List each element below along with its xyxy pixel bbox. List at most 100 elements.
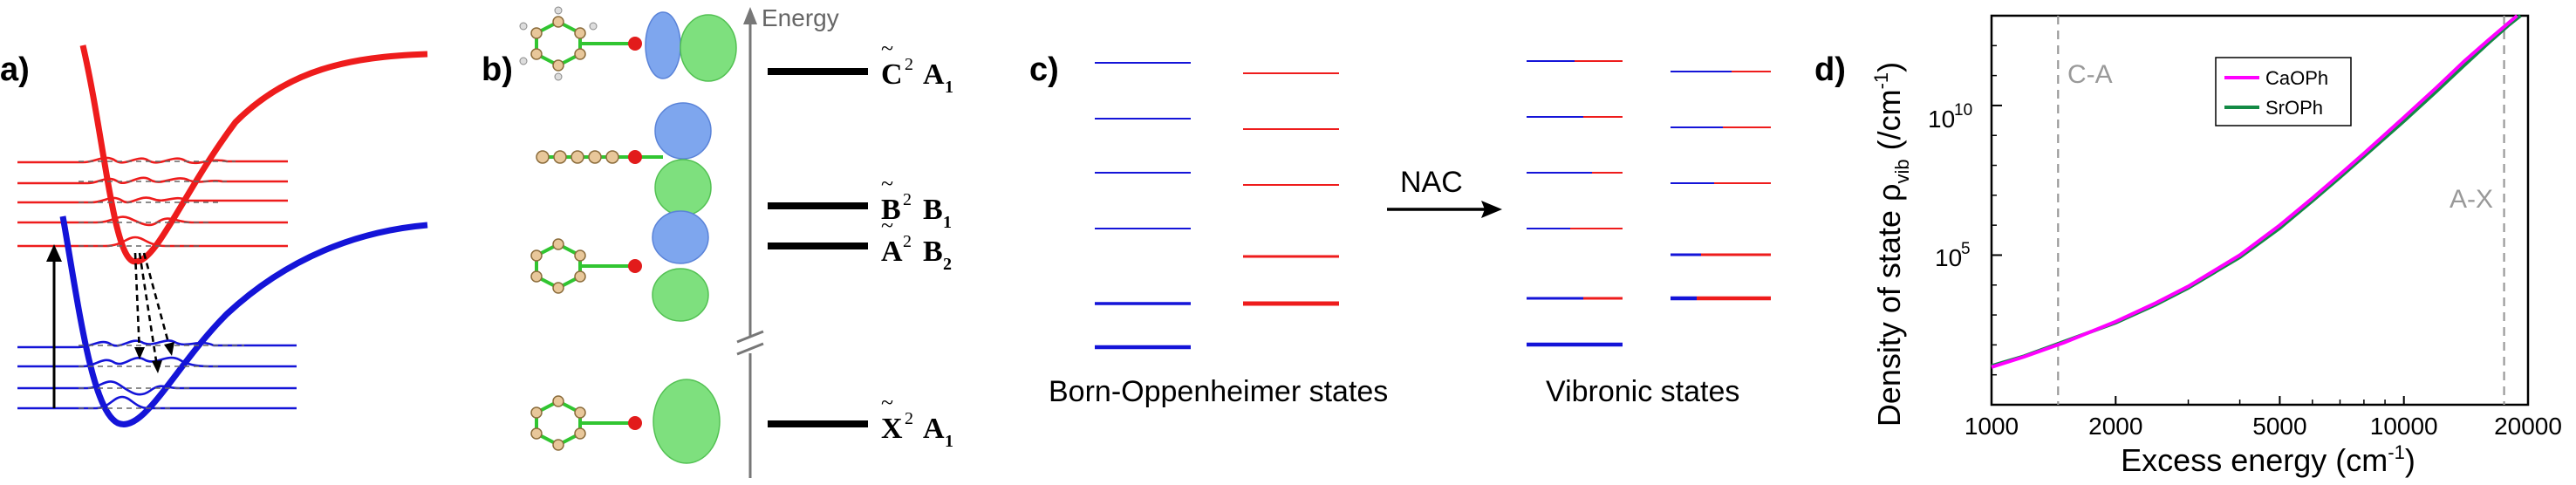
panel-a-label: a) bbox=[0, 51, 30, 88]
panel-c: c) NAC bbox=[1029, 51, 1771, 408]
excited-vibrational-levels bbox=[17, 156, 288, 248]
svg-text:1: 1 bbox=[943, 213, 952, 232]
svg-text:2: 2 bbox=[903, 190, 912, 209]
svg-text:~: ~ bbox=[881, 171, 893, 196]
x-tick-label: 20000 bbox=[2494, 413, 2562, 440]
svg-text:10: 10 bbox=[1935, 244, 1962, 271]
excited-level-baselines bbox=[79, 161, 236, 247]
annotation-c-a: C-A bbox=[2067, 60, 2113, 89]
x-tick-label: 10000 bbox=[2370, 413, 2438, 440]
ground-level-baselines bbox=[79, 345, 244, 409]
panel-a: a) bbox=[0, 44, 428, 427]
svg-text:A: A bbox=[923, 413, 945, 445]
ytick-label-1e10: 10 10 bbox=[1928, 101, 1972, 133]
molecule-orbital-X bbox=[530, 379, 721, 464]
blue-orbital-lobe bbox=[654, 102, 712, 160]
ground-level-2 bbox=[17, 356, 297, 368]
nac-arrow: NAC bbox=[1387, 166, 1502, 218]
plot-frame bbox=[1990, 14, 2530, 406]
state-label-C: ~ C 2 A 1 bbox=[881, 36, 953, 97]
blue-orbital-lobe bbox=[645, 11, 681, 79]
excited-level-2 bbox=[17, 196, 288, 204]
energy-axis-label: Energy bbox=[762, 4, 839, 31]
green-orbital-lobe bbox=[652, 268, 709, 322]
molecule-orbital-A bbox=[530, 210, 709, 322]
svg-text:10: 10 bbox=[1928, 106, 1955, 133]
x-tick-label: 5000 bbox=[2252, 413, 2306, 440]
state-label-X: ~ X 2 A 1 bbox=[881, 390, 953, 451]
x-tick-label: 1000 bbox=[1964, 413, 2019, 440]
svg-text:1: 1 bbox=[945, 432, 953, 451]
x-axis-ticks: 1000 2000 5000 10000 20000 bbox=[1964, 396, 2562, 440]
annotation-a-x: A-X bbox=[2450, 185, 2493, 214]
phenyl-ring-icon bbox=[519, 6, 598, 81]
reference-lines bbox=[2057, 16, 2505, 405]
blue-orbital-lobe bbox=[652, 210, 709, 264]
bo-red-levels bbox=[1243, 72, 1339, 306]
ground-vibrational-levels bbox=[17, 339, 297, 410]
excited-level-1 bbox=[17, 215, 288, 227]
svg-text:2: 2 bbox=[905, 409, 913, 428]
vibronic-left-levels bbox=[1527, 60, 1623, 347]
state-labels: ~ C 2 A 1 ~ B 2 B 1 ~ A 2 B 2 ~ bbox=[881, 36, 953, 451]
bo-states-caption: Born-Oppenheimer states bbox=[1049, 375, 1388, 408]
excited-level-0 bbox=[17, 236, 288, 248]
state-label-B: ~ B 2 B 1 bbox=[881, 171, 952, 232]
svg-text:~: ~ bbox=[881, 390, 893, 415]
svg-text:~: ~ bbox=[881, 213, 893, 238]
nonadiabatic-transition-arrows bbox=[133, 252, 172, 367]
ground-state-potential-curve bbox=[59, 215, 428, 427]
svg-text:2: 2 bbox=[943, 255, 952, 274]
energy-axis: Energy bbox=[736, 4, 839, 478]
legend-item-caoph: CaOPh bbox=[2224, 67, 2328, 89]
legend-label-caoph: CaOPh bbox=[2265, 67, 2328, 89]
molecule-orbital-C bbox=[519, 6, 737, 82]
ytick-label-1e5: 10 5 bbox=[1935, 240, 1971, 271]
x-tick-label: 2000 bbox=[2088, 413, 2142, 440]
svg-text:B: B bbox=[881, 194, 901, 226]
legend-item-sroph: SrOPh bbox=[2224, 97, 2323, 119]
svg-text:2: 2 bbox=[905, 55, 913, 74]
state-levels bbox=[768, 68, 868, 427]
svg-text:5: 5 bbox=[1961, 240, 1971, 258]
legend-label-sroph: SrOPh bbox=[2265, 97, 2323, 119]
svg-text:2: 2 bbox=[903, 232, 912, 251]
svg-text:C: C bbox=[881, 58, 903, 91]
green-orbital-lobe bbox=[654, 159, 712, 216]
svg-text:1: 1 bbox=[945, 78, 953, 97]
chart-xlabel: Excess energy (cm-1) bbox=[2121, 441, 2415, 478]
excited-level-4 bbox=[17, 156, 288, 165]
green-orbital-lobe bbox=[680, 14, 737, 82]
state-label-A: ~ A 2 B 2 bbox=[881, 213, 952, 274]
svg-text:A: A bbox=[923, 58, 945, 91]
vibronic-states-caption: Vibronic states bbox=[1546, 375, 1739, 408]
panel-d: d) Density of state ρvib (/cm-1) Excess … bbox=[1814, 14, 2562, 478]
svg-text:A: A bbox=[881, 236, 903, 268]
series-line-caoph bbox=[1991, 14, 2518, 369]
molecule-orbital-B bbox=[536, 102, 712, 216]
green-orbital-lobe bbox=[653, 379, 721, 464]
absorption-arrow bbox=[46, 244, 62, 408]
ground-level-3 bbox=[17, 339, 297, 349]
excited-state-potential-curve bbox=[79, 44, 428, 265]
svg-text:X: X bbox=[881, 413, 903, 445]
ground-level-0 bbox=[17, 395, 297, 410]
panel-b: b) Energy bbox=[482, 4, 953, 478]
bo-blue-levels bbox=[1095, 62, 1191, 350]
y-axis-ticks bbox=[1992, 15, 2002, 376]
panel-b-label: b) bbox=[482, 51, 513, 88]
panel-d-label: d) bbox=[1814, 51, 1846, 88]
svg-text:~: ~ bbox=[881, 36, 893, 61]
ground-level-1 bbox=[17, 380, 297, 396]
svg-text:B: B bbox=[923, 194, 943, 226]
chart-legend: CaOPh SrOPh bbox=[2215, 57, 2352, 126]
legend-box bbox=[2215, 57, 2352, 126]
data-series bbox=[1991, 14, 2522, 369]
panel-c-label: c) bbox=[1029, 51, 1059, 88]
chart-ylabel: Density of state ρvib (/cm-1) bbox=[1870, 62, 1913, 427]
nonadiabatic-arrowheads bbox=[134, 342, 174, 373]
svg-text:B: B bbox=[923, 236, 943, 268]
excited-level-3 bbox=[17, 176, 288, 185]
vibronic-right-levels bbox=[1671, 71, 1771, 301]
